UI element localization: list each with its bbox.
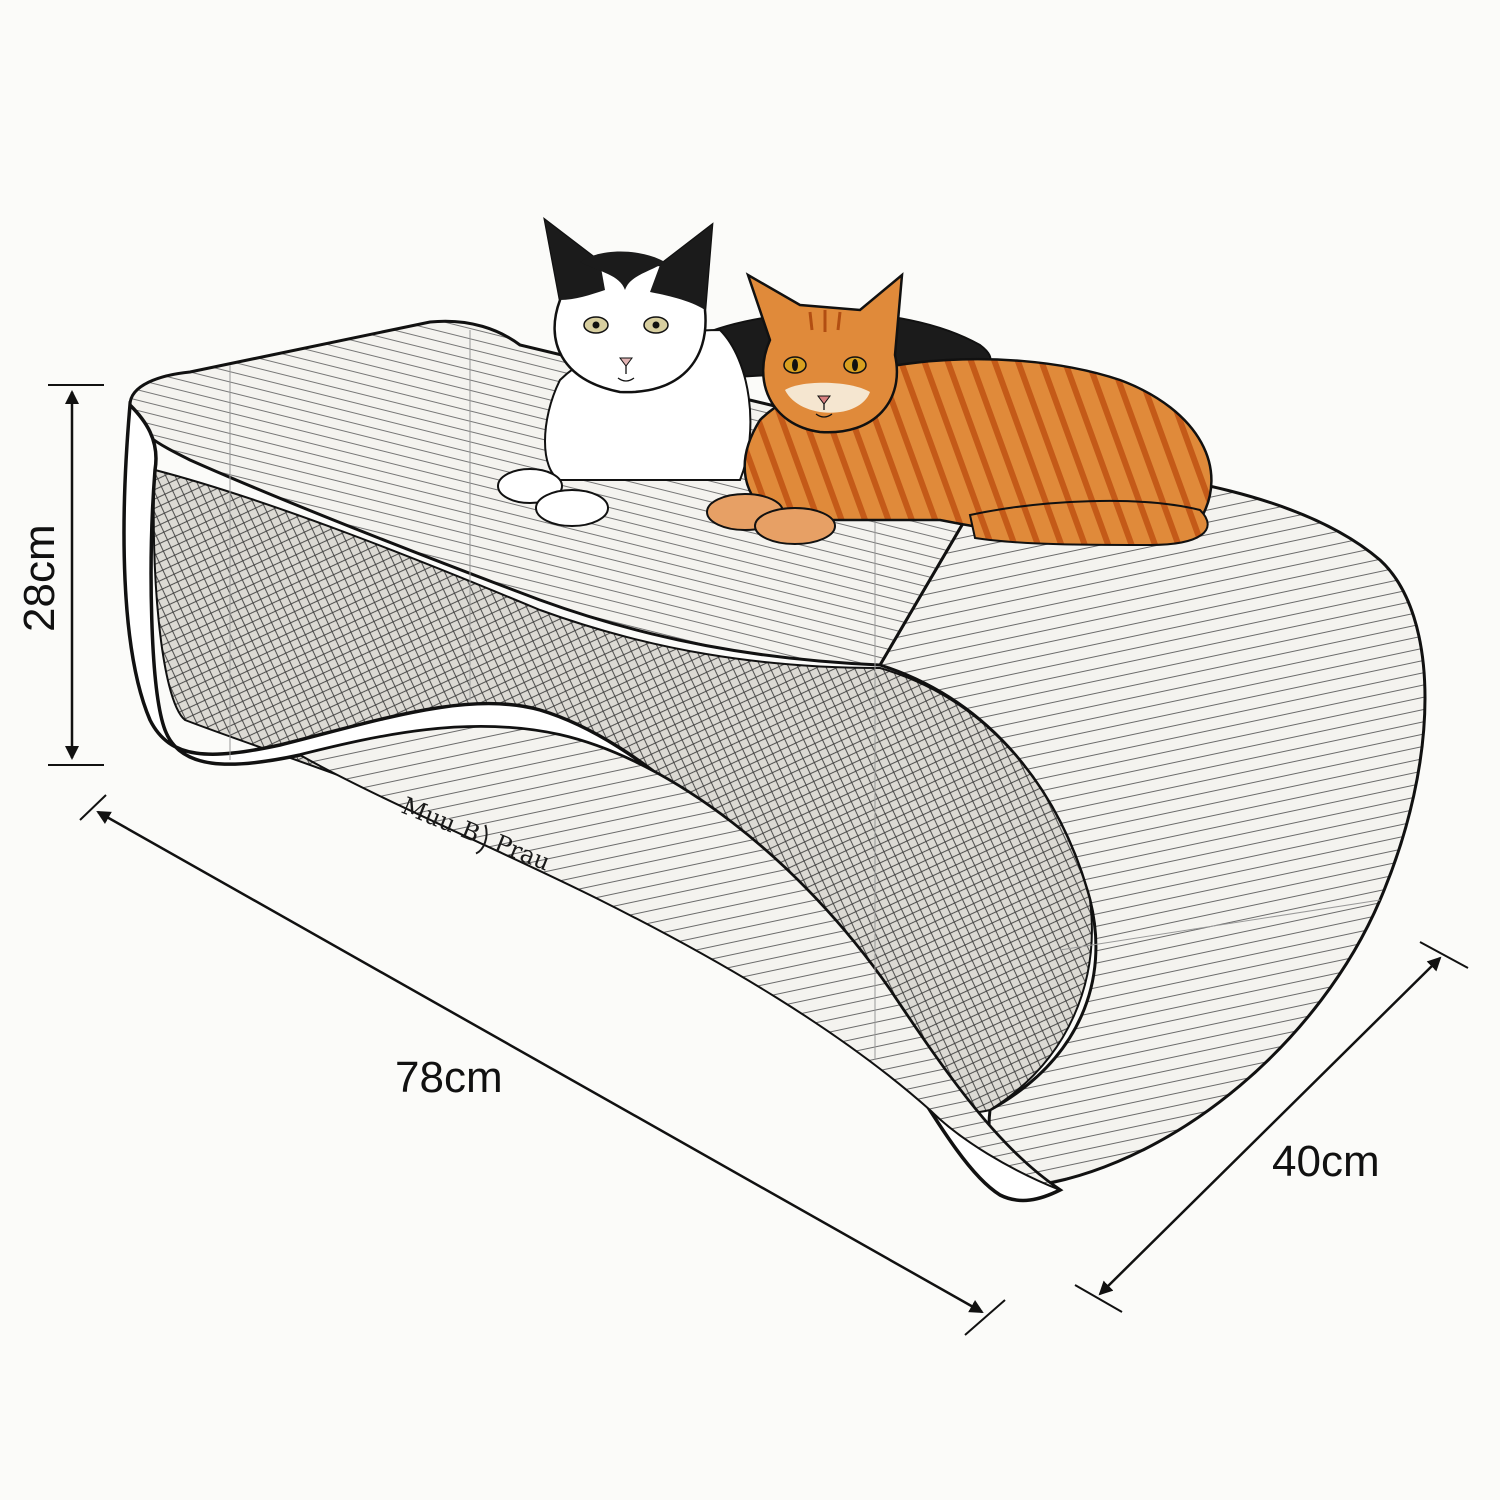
- height-dimension: 28cm: [15, 384, 104, 766]
- orange-tabby-cat: [706, 272, 1213, 547]
- depth-dimension: 40cm: [1074, 941, 1469, 1313]
- length-label: 78cm: [395, 1053, 503, 1102]
- depth-label: 40cm: [1272, 1137, 1380, 1186]
- height-label: 28cm: [15, 524, 64, 632]
- length-dimension: 78cm: [79, 794, 1006, 1336]
